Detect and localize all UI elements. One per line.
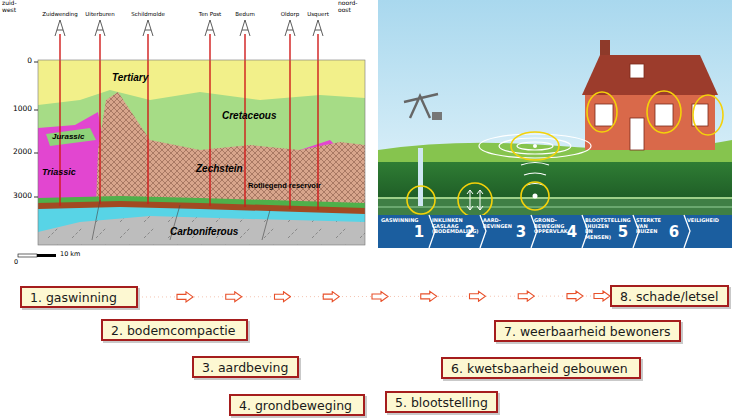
step-number: 5 <box>616 224 630 241</box>
process-box: 5. blootstelling <box>385 391 498 413</box>
depth-tick: 1000 <box>2 105 32 113</box>
reservoir-label: Rotliegend reservoir <box>248 182 348 190</box>
step-number: 2 <box>463 224 477 241</box>
well-name: Oldorp <box>266 11 314 17</box>
well-name: Usquert <box>294 11 342 17</box>
depth-tick: 0 <box>2 57 32 65</box>
process-box: 1. gaswinning <box>20 286 138 308</box>
process-box: 6. kwetsbaarheid gebouwen <box>441 357 641 379</box>
cross-section <box>18 20 365 257</box>
step-number: 4 <box>565 224 579 241</box>
box-text: 4. grondbeweging <box>239 398 355 414</box>
step-text: INKLINKEN GASLAAG (BODEMDALING) <box>432 218 464 235</box>
layer-name: Zechstein <box>196 163 266 174</box>
box-text: 2. bodemcompactie <box>111 323 238 339</box>
step-number: 1 <box>412 224 426 241</box>
well-name: Zuidwending <box>36 11 84 17</box>
step-text: AARD- BEVINGEN <box>483 218 515 229</box>
step-number: 3 <box>514 224 528 241</box>
process-box: 3. aardbeving <box>192 356 299 378</box>
well-name: Schildmolde <box>124 11 172 17</box>
direction-label: noord- oost <box>338 0 368 13</box>
well-name: Ten Post <box>186 11 234 17</box>
box-text: 6. kwetsbaarheid gebouwen <box>451 361 631 377</box>
step-text: GROND- BEWEGING OPPERVLAK <box>534 218 566 235</box>
layer-name: Carboniferous <box>170 226 260 237</box>
box-text: 1. gaswinning <box>30 290 128 306</box>
arrow-chain <box>138 296 610 297</box>
scale-label: 0 <box>14 259 26 266</box>
layer-name: Cretaceous <box>222 110 302 121</box>
well-name: Bedum <box>221 11 269 17</box>
box-text: 8. schade/letsel <box>620 289 719 305</box>
scale-label: 10 km <box>60 251 100 258</box>
box-text: 3. aardbeving <box>202 360 289 376</box>
process-box: 8. schade/letsel <box>610 285 729 307</box>
step-number: 6 <box>667 224 681 241</box>
risk-chain-illustration <box>378 0 732 248</box>
process-box: 7. weerbaarheid bewoners <box>494 320 681 342</box>
direction-label: zuid- west <box>2 0 28 13</box>
layer-name: Triassic <box>42 168 96 178</box>
layer-name: Jurassic <box>52 133 100 142</box>
layer-name: Tertiary <box>112 72 172 83</box>
depth-tick: 2000 <box>2 148 32 156</box>
depth-tick: 3000 <box>2 192 32 200</box>
step-text: BLOOTSTELLING (HUIZEN EN MENSEN) <box>585 218 617 240</box>
process-box: 4. grondbeweging <box>229 394 365 416</box>
process-box: 2. bodemcompactie <box>101 319 248 341</box>
step-text: VEILIGHEID <box>687 218 727 224</box>
box-text: 7. weerbaarheid bewoners <box>504 324 671 340</box>
step-text: GASWINNING <box>381 218 413 224</box>
step-text: STERKTE VAN HUIZEN <box>636 218 668 235</box>
well-name: Uiterburen <box>76 11 124 17</box>
box-text: 5. blootstelling <box>395 395 488 411</box>
